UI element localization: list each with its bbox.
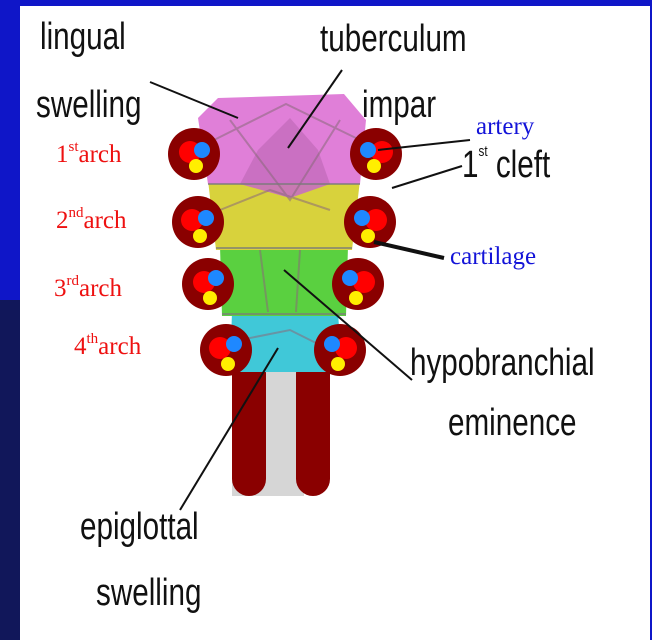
- leader-cleft: [392, 166, 462, 188]
- arch-disc-r3: [332, 258, 384, 310]
- arch-disc-r1: [350, 128, 402, 180]
- label-hypobranchial: hypobranchial: [410, 344, 595, 382]
- label-impar: impar: [362, 86, 436, 124]
- arch-disc-r2: [344, 196, 396, 248]
- arch-disc-l3: [182, 258, 234, 310]
- label-artery: artery: [476, 114, 534, 139]
- arch-disc-r4: [314, 324, 366, 376]
- label-first-cleft: 1st cleft: [462, 146, 550, 184]
- label-swelling-top: swelling: [36, 86, 141, 124]
- leader-cartilage: [374, 242, 444, 258]
- label-epiglottal: epiglottal: [80, 508, 199, 546]
- label-arch-1: 1starch: [56, 142, 122, 167]
- label-lingual: lingual: [40, 18, 126, 56]
- right-tube: [296, 356, 330, 496]
- label-tuberculum: tuberculum: [320, 20, 467, 58]
- label-eminence: eminence: [448, 404, 577, 442]
- label-swelling-bottom: swelling: [96, 574, 201, 612]
- arch3-region: [220, 246, 348, 316]
- arch-disc-l2: [172, 196, 224, 248]
- label-arch-4: 4tharch: [74, 334, 141, 359]
- label-arch-3: 3rdarch: [54, 276, 122, 301]
- arch-disc-l1: [168, 128, 220, 180]
- label-arch-2: 2ndarch: [56, 208, 127, 233]
- arch-disc-l4: [200, 324, 252, 376]
- label-cartilage: cartilage: [450, 244, 536, 269]
